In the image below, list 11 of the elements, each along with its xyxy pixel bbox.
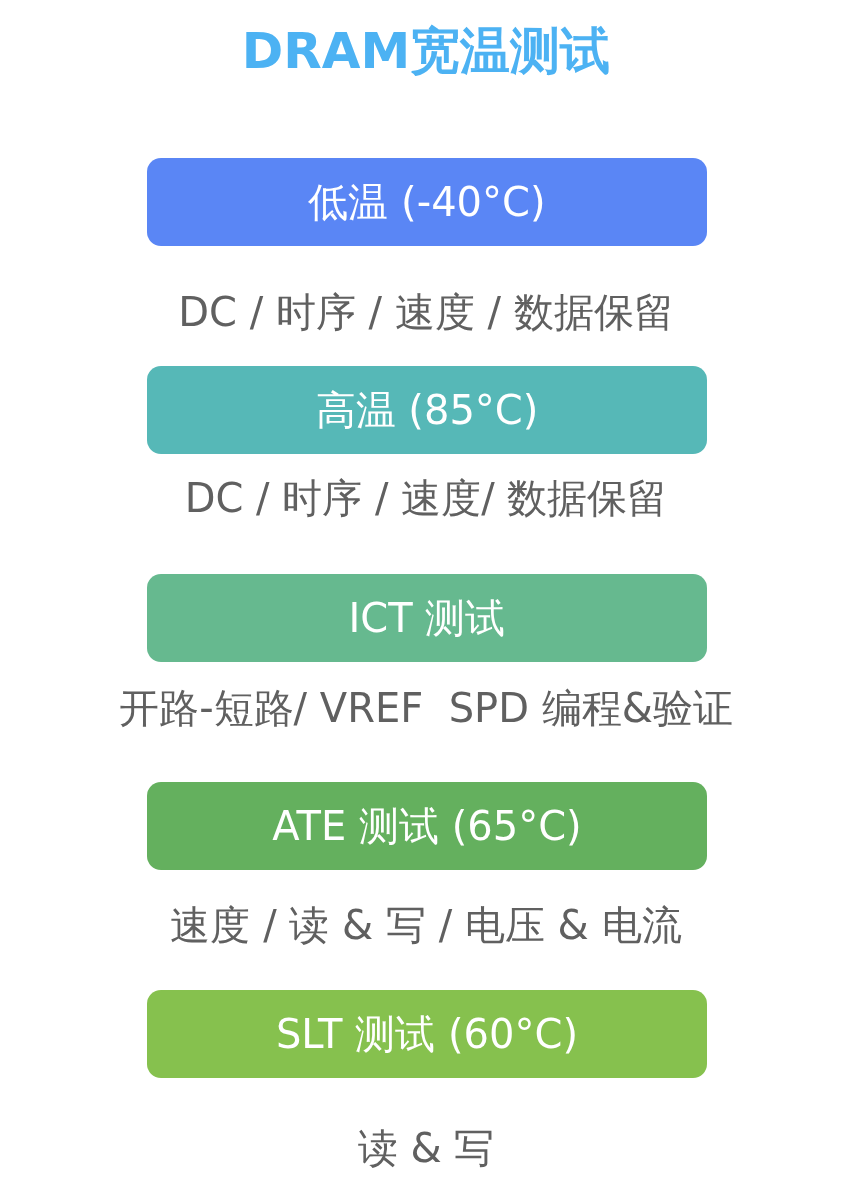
stage-box: ATE 测试 (65°C) (147, 782, 707, 870)
test-items-text: DC / 时序 / 速度 / 数据保留 (178, 288, 674, 337)
diagram-title: DRAM宽温测试 (241, 21, 611, 82)
stage-box: 低温 (-40°C) (147, 158, 707, 246)
stage-box: 高温 (85°C) (147, 366, 707, 454)
stage-box: SLT 测试 (60°C) (147, 990, 707, 1078)
test-items-text: DC / 时序 / 速度/ 数据保留 (184, 474, 668, 523)
test-items-text: 开路-短路/ VREF SPD 编程&验证 (119, 684, 733, 733)
test-items-text: 读 & 写 (357, 1124, 495, 1173)
stage-box: ICT 测试 (147, 574, 707, 662)
test-items-text: 速度 / 读 & 写 / 电压 & 电流 (170, 901, 682, 950)
